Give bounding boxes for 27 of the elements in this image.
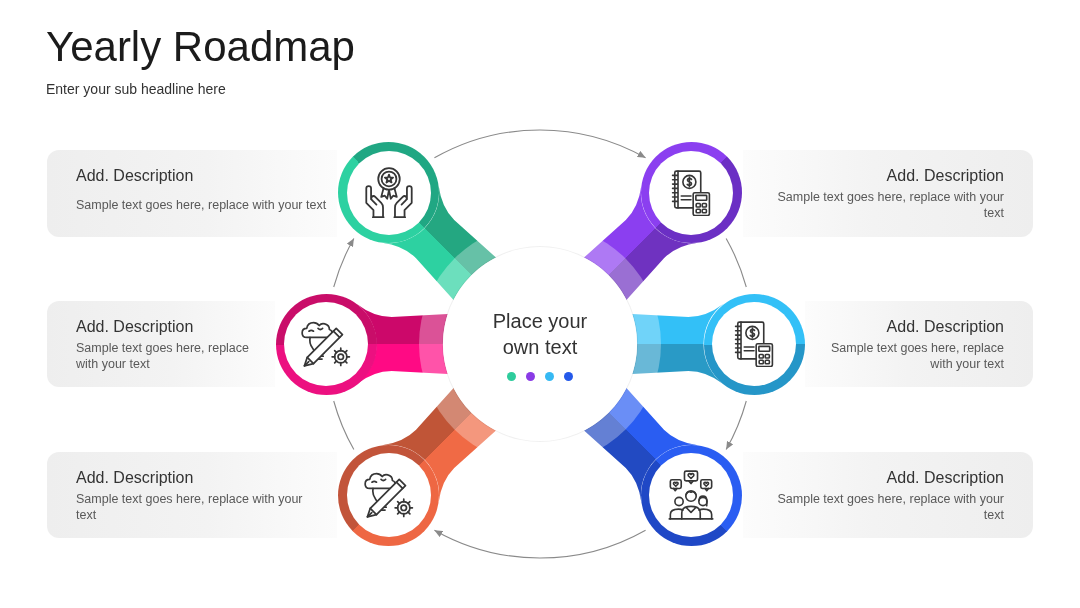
curved-arrow: [433, 129, 647, 159]
page-title: Yearly Roadmap: [46, 26, 355, 68]
curved-connector: [333, 400, 355, 451]
curved-arrow: [433, 529, 647, 559]
subheadline: Enter your sub headline here: [46, 80, 226, 98]
card-heading: Add. Description: [76, 468, 194, 488]
card-text: Sample text goes here, replace with your text: [76, 491, 304, 523]
description-card: [805, 301, 1033, 387]
description-card: [743, 150, 1033, 237]
description-card: [47, 150, 337, 237]
curved-connector: [725, 237, 747, 288]
card-heading: Add. Description: [886, 317, 1004, 337]
card-heading: Add. Description: [886, 468, 1004, 488]
card-text: Sample text goes here, replace with your text: [76, 197, 327, 213]
card-text: Sample text goes here, replace with your text: [776, 189, 1004, 221]
card-heading: Add. Description: [76, 317, 194, 337]
description-card: [47, 452, 337, 538]
card-text: Sample text goes here, replace with your text: [829, 340, 1004, 372]
center-text: Place your own text: [491, 308, 589, 360]
curved-arrow: [725, 400, 747, 451]
description-card: [743, 452, 1033, 538]
card-text: Sample text goes here, replace with your text: [76, 340, 251, 372]
card-heading: Add. Description: [886, 166, 1004, 186]
card-text: Sample text goes here, replace with your text: [776, 491, 1004, 523]
card-heading: Add. Description: [76, 166, 194, 186]
description-card: [47, 301, 275, 387]
curved-arrow: [333, 237, 355, 288]
